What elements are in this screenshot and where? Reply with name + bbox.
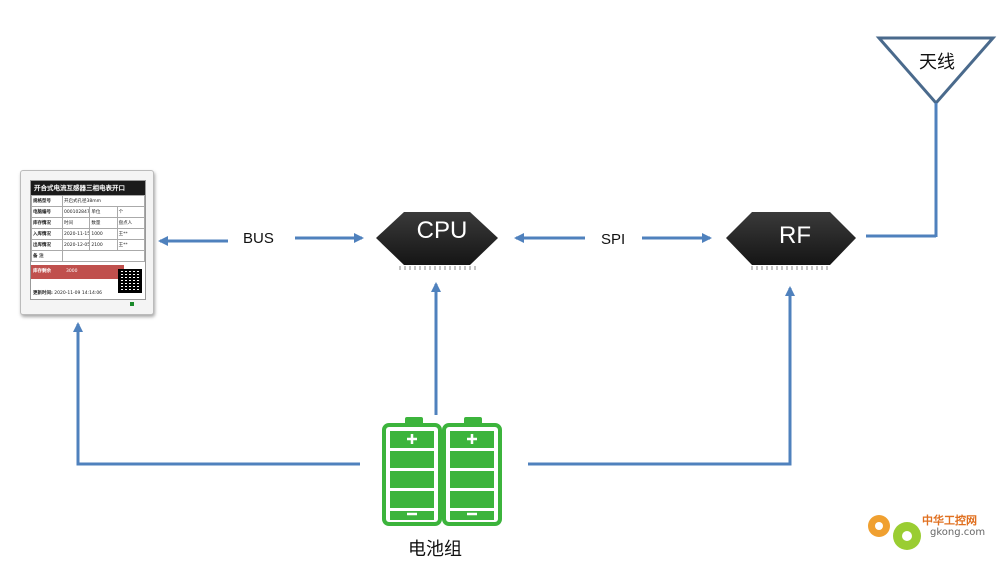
table-row: 入库情况 2020-11-15 1000 王** <box>31 228 146 240</box>
update-value: 2020-11-09 14:14:06 <box>54 291 103 296</box>
watermark-domain: gkong.com <box>930 527 986 538</box>
battery-pack-icon <box>382 417 502 526</box>
table-cell: 出库情况 <box>31 239 63 251</box>
table-cell <box>62 250 145 262</box>
gear-logo-icon <box>868 515 921 550</box>
table-cell: 电脑编号 <box>31 206 63 218</box>
power-arrow-to-device <box>73 322 360 466</box>
table-cell: 数量 <box>89 217 118 229</box>
eink-label-device: 开合式电流互感器三相电表开口 规格型号 开启式孔径38mm 电脑编号 00010… <box>20 170 154 315</box>
table-cell: 入库情况 <box>31 228 63 240</box>
table-cell: 规格型号 <box>31 195 63 207</box>
table-cell: 2100 <box>89 239 118 251</box>
table-cell: 单位 <box>89 206 118 218</box>
rf-label: RF <box>779 222 811 249</box>
power-arrow-to-rf <box>528 286 795 466</box>
table-cell: 时间 <box>61 217 91 229</box>
table-cell: 库存情况 <box>31 217 63 229</box>
stock-key: 库存剩余 <box>31 265 63 279</box>
update-row: 更新时间: 2020-11-09 14:14:06 <box>33 290 102 296</box>
cpu-label: CPU <box>416 217 468 244</box>
table-row: 库存情况 时间 数量 盘点人 <box>31 217 146 229</box>
watermark-name: 中华工控网 <box>922 514 977 527</box>
eink-screen: 开合式电流互感器三相电表开口 规格型号 开启式孔径38mm 电脑编号 00010… <box>30 180 146 300</box>
update-key: 更新时间: <box>33 291 53 296</box>
table-cell: 1000 <box>89 228 118 240</box>
table-cell: 0001028479 <box>61 206 91 218</box>
table-cell: 备 注 <box>31 250 63 262</box>
table-cell: 开启式孔径38mm <box>62 195 145 207</box>
cpu-chip-icon <box>376 212 498 270</box>
battery-label: 电池组 <box>408 539 462 560</box>
table-cell: 王** <box>116 239 146 251</box>
device-title: 开合式电流互感器三相电表开口 <box>31 181 145 195</box>
rf-chip-icon <box>726 212 856 270</box>
device-info-table: 规格型号 开启式孔径38mm 电脑编号 0001028479 单位 个 库存情况… <box>31 195 146 262</box>
table-row: 备 注 <box>31 250 145 262</box>
stock-value: 3000 <box>63 265 124 279</box>
table-row: 出库情况 2020-12-05 2100 王** <box>31 239 146 251</box>
table-row: 规格型号 开启式孔径38mm <box>31 195 145 207</box>
antenna-icon <box>866 36 997 238</box>
spi-label: SPI <box>601 231 626 248</box>
table-row: 电脑编号 0001028479 单位 个 <box>31 206 146 218</box>
antenna-label: 天线 <box>919 52 955 73</box>
table-cell: 2020-11-15 <box>61 228 91 240</box>
stock-row: 库存剩余 3000 <box>31 263 145 283</box>
table-cell: 2020-12-05 <box>61 239 91 251</box>
table-cell: 王** <box>116 228 146 240</box>
qr-code-icon <box>118 269 142 293</box>
table-cell: 盘点人 <box>116 217 146 229</box>
status-led-icon <box>130 302 134 306</box>
table-cell: 个 <box>116 206 146 218</box>
bus-label: BUS <box>243 230 274 247</box>
